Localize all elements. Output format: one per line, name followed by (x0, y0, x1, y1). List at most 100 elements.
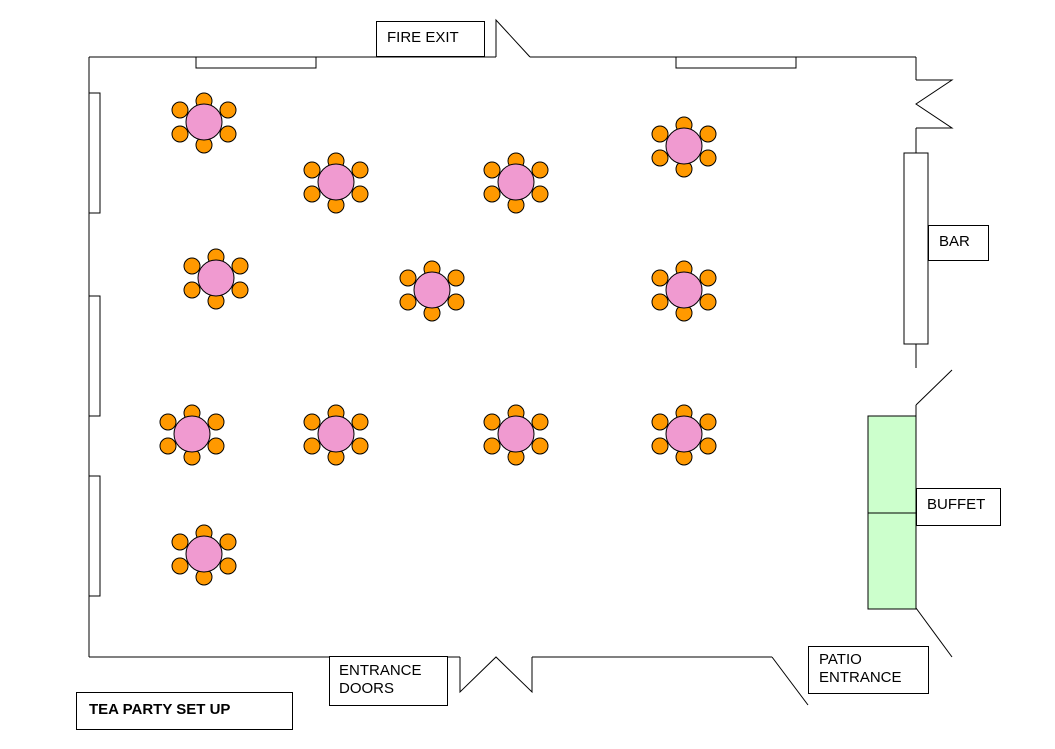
table-group-1 (171, 92, 237, 154)
chair (351, 413, 369, 431)
table-group-8 (159, 404, 225, 466)
round-table (665, 127, 703, 165)
table-group-11 (651, 404, 717, 466)
chair (219, 533, 237, 551)
chair (483, 413, 501, 431)
round-tables (159, 92, 717, 586)
table-group-2 (303, 152, 369, 214)
patio-door-right (915, 607, 953, 658)
chair (699, 413, 717, 431)
chair (399, 293, 417, 311)
fire-exit-label: FIRE EXIT (376, 21, 485, 57)
table-group-10 (483, 404, 549, 466)
round-table (173, 415, 211, 453)
chair (399, 269, 417, 287)
chair (231, 257, 249, 275)
table-group-4 (651, 116, 717, 178)
right-double-door-top (915, 79, 954, 129)
table-group-7 (651, 260, 717, 322)
chair (351, 437, 369, 455)
buffet-tables (867, 415, 917, 610)
chair (183, 257, 201, 275)
chair (351, 185, 369, 203)
patio-door-left (771, 656, 809, 706)
buffet-label: BUFFET (916, 488, 1001, 526)
chair (219, 125, 237, 143)
round-table (185, 103, 223, 141)
chair (651, 125, 669, 143)
chair (303, 437, 321, 455)
page-title: TEA PARTY SET UP (76, 692, 293, 730)
entrance-double-door (459, 656, 533, 694)
bar-label: BAR (928, 225, 989, 261)
round-table (497, 415, 535, 453)
table-group-9 (303, 404, 369, 466)
bar-text: BAR (939, 233, 970, 250)
table-group-3 (483, 152, 549, 214)
chair (207, 413, 225, 431)
chair (219, 101, 237, 119)
window-left-1 (88, 92, 101, 214)
table-group-12 (171, 524, 237, 586)
chair (531, 437, 549, 455)
chair (483, 161, 501, 179)
chair (171, 101, 189, 119)
round-table (665, 271, 703, 309)
chair (651, 149, 669, 167)
chair (231, 281, 249, 299)
chair (351, 161, 369, 179)
table-group-6 (399, 260, 465, 322)
patio-text-line1: PATIO (819, 651, 862, 668)
buffet-text: BUFFET (927, 496, 986, 513)
chair (651, 413, 669, 431)
entrance-text-line2: DOORS (339, 680, 395, 697)
chair (303, 413, 321, 431)
chair (699, 125, 717, 143)
window-top-left (195, 56, 317, 69)
fire-exit-text: FIRE EXIT (387, 29, 459, 46)
chair (303, 161, 321, 179)
window-left-2 (88, 295, 101, 417)
chair (303, 185, 321, 203)
chair (183, 281, 201, 299)
window-left-3 (88, 475, 101, 597)
round-table (197, 259, 235, 297)
fire-exit-door (495, 18, 531, 58)
chair (159, 413, 177, 431)
window-top-right (675, 56, 797, 69)
chair (171, 557, 189, 575)
chair (651, 269, 669, 287)
chair (171, 125, 189, 143)
title-text: TEA PARTY SET UP (89, 701, 231, 718)
doors (459, 18, 954, 706)
chair (531, 185, 549, 203)
round-table (413, 271, 451, 309)
chair (699, 437, 717, 455)
round-table (665, 415, 703, 453)
chair (171, 533, 189, 551)
round-table (497, 163, 535, 201)
round-table (317, 163, 355, 201)
chair (699, 293, 717, 311)
chair (447, 293, 465, 311)
chair (651, 437, 669, 455)
bar-counter (903, 152, 929, 345)
buffet-table-1 (867, 415, 917, 514)
chair (483, 185, 501, 203)
windows (88, 56, 797, 597)
round-table (317, 415, 355, 453)
patio-text-line2: ENTRANCE (819, 669, 902, 686)
buffet-table-2 (867, 512, 917, 610)
round-table (185, 535, 223, 573)
chair (483, 437, 501, 455)
chair (447, 269, 465, 287)
chair (651, 293, 669, 311)
chair (699, 269, 717, 287)
table-group-5 (183, 248, 249, 310)
chair (207, 437, 225, 455)
entrance-doors-label: ENTRANCE DOORS (329, 656, 448, 706)
entrance-text-line1: ENTRANCE (339, 662, 422, 679)
chair (531, 161, 549, 179)
chair (699, 149, 717, 167)
